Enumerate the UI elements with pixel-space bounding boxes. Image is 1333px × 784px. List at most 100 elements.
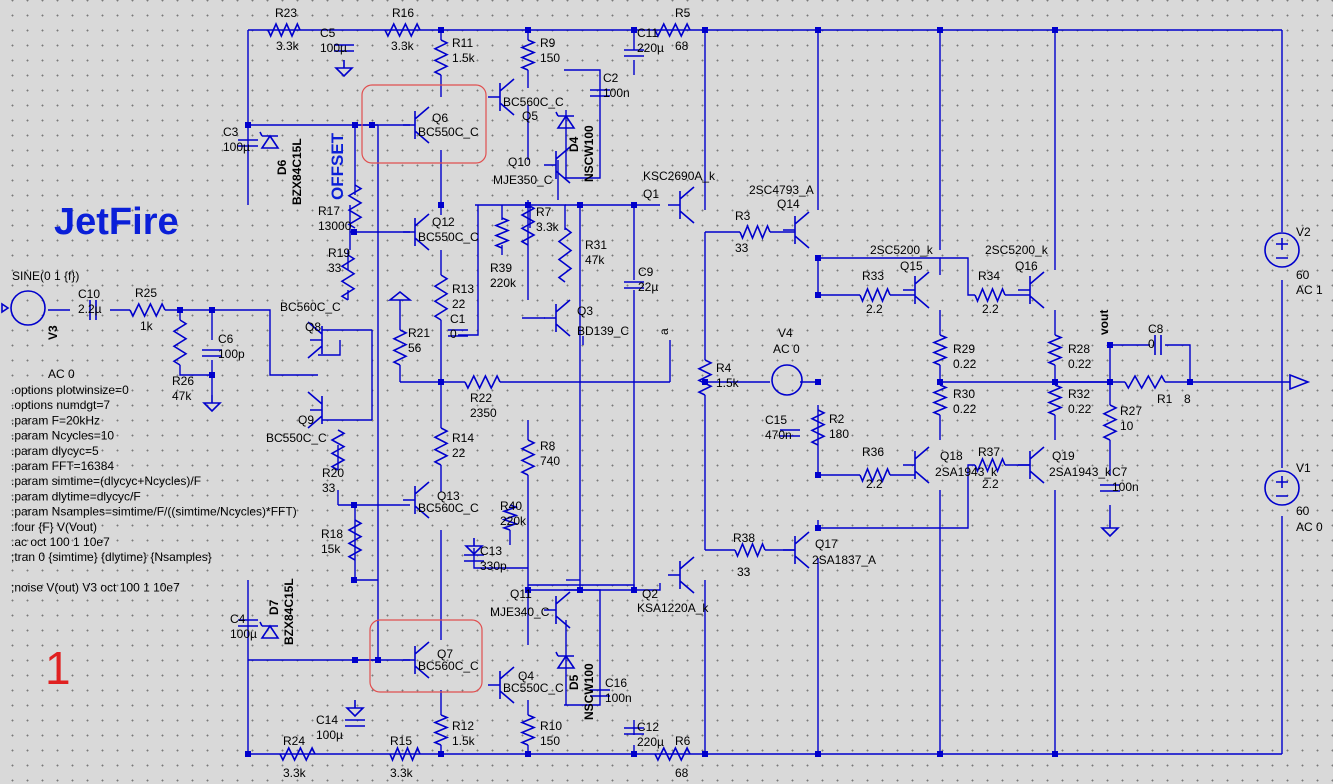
- label-transistors-Q15-model: 2SC5200_k: [870, 243, 934, 257]
- label-directives-3: .param Ncycles=10: [11, 429, 114, 443]
- label-capacitors-C11-name: C11: [637, 26, 658, 40]
- resistor-R7[interactable]: R73.3k: [520, 204, 560, 246]
- label-resistors-R2-name: R2: [829, 412, 845, 426]
- input-ground: [202, 395, 222, 413]
- label-transistors-Q17-name: Q17: [815, 537, 838, 551]
- label-resistors-R3-value: 33: [735, 241, 749, 255]
- capacitor-C8[interactable]: C80: [1148, 322, 1164, 355]
- resistor-R15[interactable]: R15 3.3k: [389, 734, 421, 780]
- label-transistors-Q2-name: Q2: [642, 587, 658, 601]
- label-resistors-R15-value: 3.3k: [390, 766, 414, 780]
- label-capacitors-C6-value: 100p: [218, 347, 245, 361]
- label-directives-4: .param dlycyc=5: [11, 444, 99, 458]
- capacitor-C1[interactable]: C10: [448, 312, 468, 341]
- label-capacitors-C14-name: C14: [316, 713, 338, 727]
- label-resistors-R22-name: R22: [470, 391, 492, 405]
- label-resistors-R15-name: R15: [390, 734, 412, 748]
- resistor-R4[interactable]: R41.5k: [697, 359, 740, 396]
- label-resistors-R1-value: 8: [1184, 392, 1191, 406]
- label-resistors-R13-name: R13: [452, 282, 474, 296]
- label-resistors-R11-name: R11: [452, 36, 473, 50]
